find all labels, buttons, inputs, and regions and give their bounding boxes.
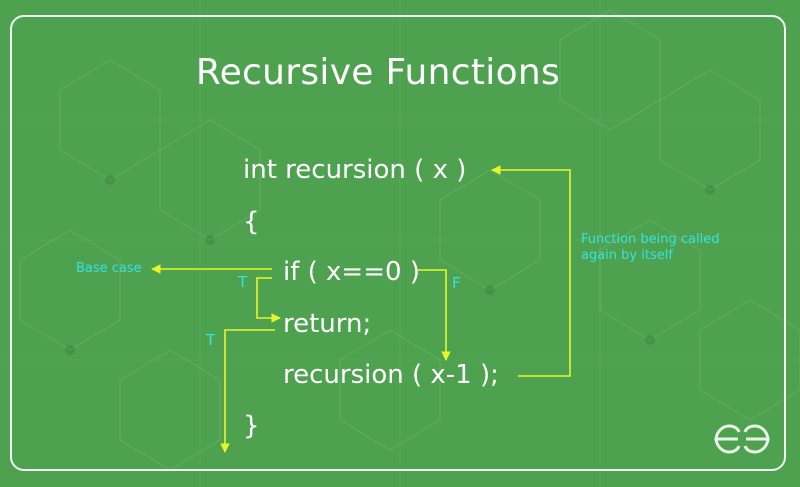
arrow-recursive-call-to-signature <box>491 165 571 377</box>
arrow-return-true-exit <box>220 329 275 453</box>
code-line-signature: int recursion ( x ) <box>243 155 467 185</box>
code-line-open-brace: { <box>243 207 260 237</box>
base-case-label: Base case <box>76 261 142 276</box>
code-line-return: return; <box>283 309 372 339</box>
geeksforgeeks-logo-icon <box>714 424 770 454</box>
rounded-border-frame <box>10 15 786 471</box>
self-call-label-line1: Function being called <box>581 232 720 247</box>
true-branch-label-return: T <box>206 331 216 349</box>
arrow-if-true-to-return <box>256 277 281 323</box>
code-line-close-brace: } <box>243 411 260 441</box>
self-call-label-line2: again by itself <box>581 248 673 263</box>
true-branch-label-if: T <box>238 273 248 291</box>
false-branch-label-if: F <box>452 274 461 292</box>
arrow-if-false-to-recursive-call <box>418 269 451 361</box>
diagram-title: Recursive Functions <box>195 52 561 93</box>
code-line-if: if ( x==0 ) <box>283 257 420 287</box>
code-line-recursive-call: recursion ( x-1 ); <box>283 360 499 390</box>
